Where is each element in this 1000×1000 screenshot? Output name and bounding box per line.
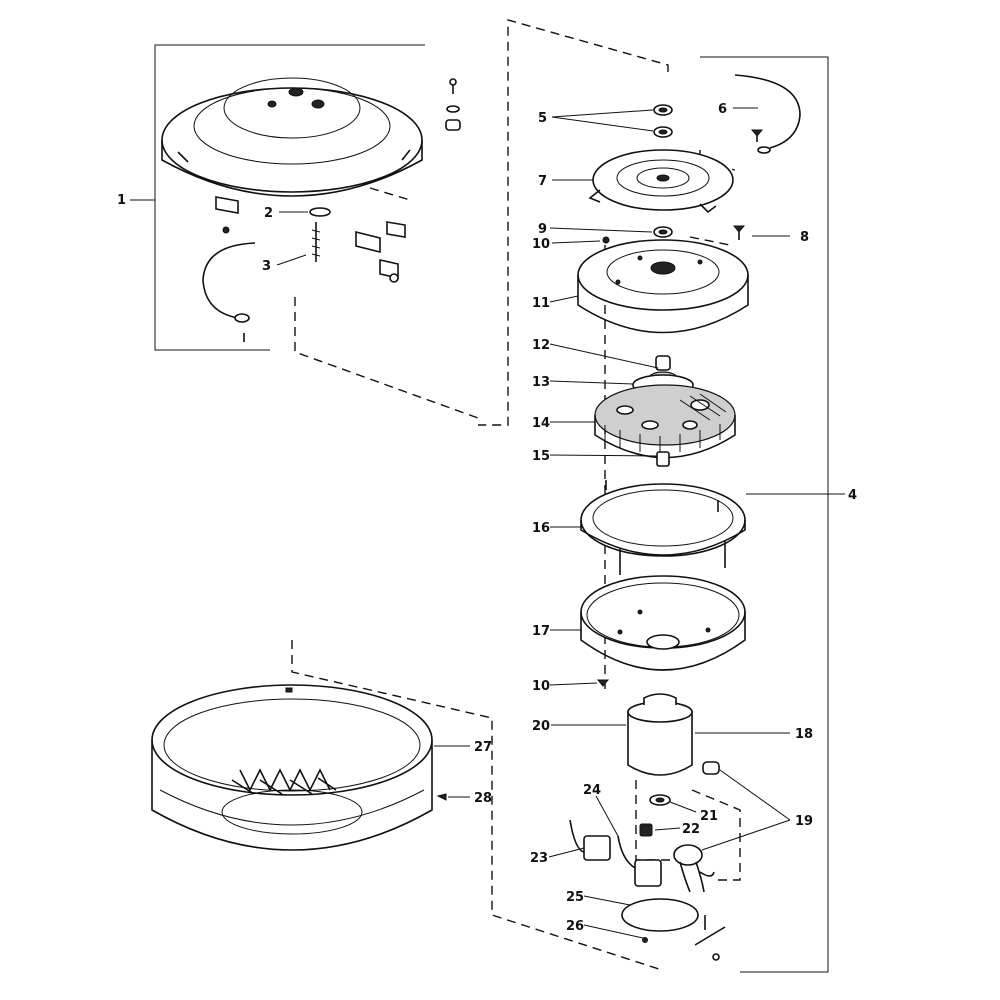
screw-near-6 — [750, 129, 764, 142]
callout-19: 19 — [795, 814, 813, 829]
switch-block-part-23 — [569, 819, 611, 861]
callout-5: 5 — [538, 111, 547, 126]
assembly-bracket-4 — [700, 56, 845, 973]
shaft-end-part-15 — [656, 451, 670, 467]
callout-8: 8 — [800, 230, 809, 245]
callout-13: 13 — [532, 375, 550, 390]
top-cover-part-1 — [161, 77, 423, 197]
wire-lead-part-6 — [734, 74, 801, 154]
callout-1: 1 — [117, 193, 126, 208]
callout-10-upper: 10 — [532, 237, 550, 252]
leader-lines — [276, 107, 828, 939]
callout-21: 21 — [700, 809, 718, 824]
callout-12: 12 — [532, 338, 550, 353]
callout-9: 9 — [538, 222, 547, 237]
callout-25: 25 — [566, 890, 584, 905]
callout-18: 18 — [795, 727, 813, 742]
bolt-part-3 — [311, 222, 321, 262]
switch-block-part-24 — [617, 835, 662, 887]
screw-washer-set-top-right — [445, 78, 461, 131]
screw-part-28 — [436, 793, 447, 801]
callout-3: 3 — [262, 259, 271, 274]
callout-11: 11 — [532, 296, 550, 311]
nuts-part-5 — [653, 104, 673, 138]
callout-17: 17 — [532, 624, 550, 639]
washer-part-2 — [309, 207, 331, 217]
screw-part-8 — [732, 225, 746, 240]
callout-14: 14 — [532, 416, 550, 431]
cover-plate-part-25 — [621, 898, 699, 932]
callout-2: 2 — [264, 206, 273, 221]
callout-22: 22 — [682, 822, 700, 837]
terminal-screws-bottom-right — [694, 915, 726, 961]
callout-6: 6 — [718, 102, 727, 117]
screw-part-10-lower — [596, 679, 610, 687]
callout-16: 16 — [532, 521, 550, 536]
assembly-bracket-1 — [130, 44, 425, 351]
ground-wire-left — [202, 242, 256, 342]
screw-part-26 — [642, 937, 648, 943]
capacitor-part-18 — [627, 693, 693, 776]
stator-part-14 — [594, 384, 736, 459]
nut-part-9 — [653, 226, 673, 238]
lower-housing-part-17 — [580, 575, 746, 671]
callout-23: 23 — [530, 851, 548, 866]
callout-28: 28 — [474, 791, 492, 806]
retaining-ring-part-16 — [580, 480, 746, 575]
callout-labels: 1 2 3 4 5 6 7 8 9 10 11 12 13 14 15 16 1… — [117, 102, 857, 934]
knob-part-19-upper — [702, 761, 720, 775]
mounting-plate-part-7 — [588, 149, 734, 214]
speed-switch-part-19-lower — [673, 844, 715, 893]
callout-4: 4 — [848, 488, 857, 503]
callout-10-lower: 10 — [532, 679, 550, 694]
callout-27: 27 — [474, 740, 492, 755]
screw-part-10-upper — [602, 236, 610, 244]
callout-24: 24 — [583, 783, 601, 798]
light-bowl-part-27 — [151, 684, 433, 851]
callout-26: 26 — [566, 919, 584, 934]
callout-15: 15 — [532, 449, 550, 464]
clip-brackets-part-1 — [215, 196, 406, 283]
connector-part-22 — [639, 823, 653, 837]
callout-20: 20 — [532, 719, 550, 734]
washer-part-21 — [649, 794, 671, 806]
callout-7: 7 — [538, 174, 547, 189]
motor-housing-part-11 — [577, 239, 749, 334]
